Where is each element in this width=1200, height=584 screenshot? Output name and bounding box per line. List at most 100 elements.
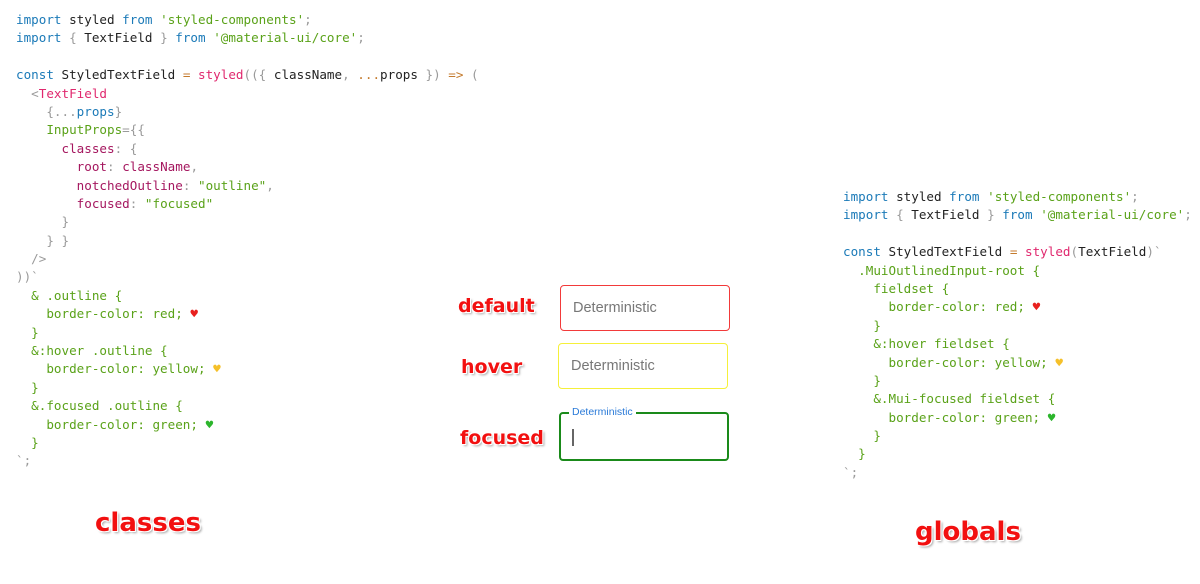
code-token: = — [182, 67, 191, 83]
code-token: border-color: red; — [843, 299, 1033, 315]
code-token: from — [175, 30, 206, 46]
heart-green-icon: ♥ — [1047, 409, 1056, 425]
code-line: border-color: yellow; ♥ — [16, 360, 479, 378]
code-line: } } — [16, 232, 479, 250]
code-line: &:hover .outline { — [16, 342, 479, 360]
code-token: border-color: yellow; — [843, 354, 1056, 370]
code-token: }) — [417, 67, 449, 83]
text-cursor — [572, 429, 574, 446]
code-token: ... — [357, 67, 381, 83]
code-block-classes: import styled from 'styled-components';i… — [16, 11, 479, 471]
text-field-focused[interactable]: Deterministic — [559, 406, 729, 461]
code-token: StyledTextField — [53, 67, 183, 83]
code-token: ( — [463, 67, 479, 83]
code-token: props — [380, 67, 418, 83]
code-line: import styled from 'styled-components'; — [843, 188, 1192, 206]
code-line: import styled from 'styled-components'; — [16, 11, 479, 29]
code-token: TextField — [38, 85, 107, 101]
code-token: StyledTextField — [880, 244, 1010, 260]
code-line: &.focused .outline { — [16, 397, 479, 415]
code-token: from — [1002, 207, 1033, 223]
code-token: } — [843, 372, 881, 388]
code-line: /> — [16, 250, 479, 268]
code-token: } — [843, 428, 881, 444]
code-token: TextField — [911, 207, 980, 223]
code-token: border-color: green; — [16, 416, 206, 432]
code-line: `; — [843, 464, 1192, 482]
code-token: className — [122, 159, 191, 175]
code-line: `; — [16, 452, 479, 470]
code-token: &:hover .outline { — [16, 343, 168, 359]
code-token: root — [76, 159, 108, 175]
code-token — [153, 12, 161, 27]
code-line: } — [843, 427, 1192, 445]
heart-red-icon: ♥ — [1032, 299, 1041, 315]
code-token: &:hover fieldset { — [843, 336, 1010, 352]
code-token — [16, 196, 77, 211]
code-line: ))` — [16, 268, 479, 286]
code-token: & .outline { — [16, 287, 123, 303]
code-line: border-color: green; ♥ — [16, 416, 479, 434]
code-token: border-color: yellow; — [16, 361, 214, 377]
code-token — [1017, 244, 1025, 259]
code-token: } — [114, 103, 123, 119]
code-token: } — [843, 317, 881, 333]
code-token: 'styled-components' — [160, 12, 305, 27]
code-token: ( — [1070, 244, 1079, 260]
code-token: , — [266, 177, 274, 193]
code-token: '@material-ui/core' — [213, 30, 358, 46]
code-token: const — [843, 244, 881, 260]
code-token: className — [273, 67, 343, 83]
code-line: const StyledTextField = styled(TextField… — [843, 243, 1192, 261]
label-classes: classes — [95, 508, 201, 538]
heart-yellow-icon: ♥ — [213, 361, 221, 377]
code-block-globals: import styled from 'styled-components';i… — [843, 188, 1192, 482]
code-line: import { TextField } from '@material-ui/… — [16, 29, 479, 47]
code-token: < — [16, 85, 39, 101]
label-hover: hover — [461, 356, 523, 378]
code-token: /> — [16, 251, 47, 267]
code-token: from — [949, 189, 980, 204]
code-token: &.Mui-focused fieldset { — [843, 391, 1056, 407]
placeholder: Deterministic — [573, 300, 657, 316]
code-line: } — [843, 317, 1192, 335]
code-token: focused — [76, 195, 130, 211]
code-token: `; — [843, 464, 859, 480]
code-token: fieldset { — [843, 280, 950, 296]
code-line: } — [843, 372, 1192, 390]
code-token: (({ — [243, 67, 274, 83]
code-line: fieldset { — [843, 280, 1192, 298]
code-token: import — [16, 12, 62, 27]
text-field-hover[interactable]: Deterministic — [558, 343, 728, 389]
code-token: ; — [1184, 207, 1192, 223]
code-token: TextField — [84, 30, 153, 46]
code-token — [16, 122, 46, 137]
code-token: 'styled-components' — [987, 189, 1132, 204]
code-token — [980, 189, 988, 204]
code-token — [16, 178, 77, 193]
code-token: from — [122, 12, 153, 27]
code-token: classes — [61, 140, 115, 156]
code-token: InputProps — [46, 122, 123, 138]
code-token: } — [152, 30, 176, 46]
code-token: { — [61, 30, 85, 46]
code-token: "focused" — [144, 195, 214, 211]
code-token: ; — [357, 30, 365, 46]
code-token: } — [16, 214, 70, 230]
label-globals: globals — [915, 517, 1021, 547]
code-token: TextField — [1078, 244, 1147, 260]
code-token: ={{ — [122, 122, 145, 138]
code-token: ))` — [16, 269, 39, 285]
code-token: } — [843, 446, 866, 462]
code-line: const StyledTextField = styled(({ classN… — [16, 66, 479, 84]
code-token: { — [888, 207, 912, 223]
code-line: <TextField — [16, 85, 479, 103]
code-token: `; — [16, 453, 32, 469]
code-line: &.Mui-focused fieldset { — [843, 390, 1192, 408]
code-line: import { TextField } from '@material-ui/… — [843, 206, 1192, 224]
code-token: = — [1009, 244, 1018, 260]
code-token: , — [342, 67, 358, 83]
code-token: : — [129, 195, 145, 211]
text-field-default[interactable]: Deterministic — [560, 285, 730, 331]
code-token: import — [16, 30, 62, 46]
